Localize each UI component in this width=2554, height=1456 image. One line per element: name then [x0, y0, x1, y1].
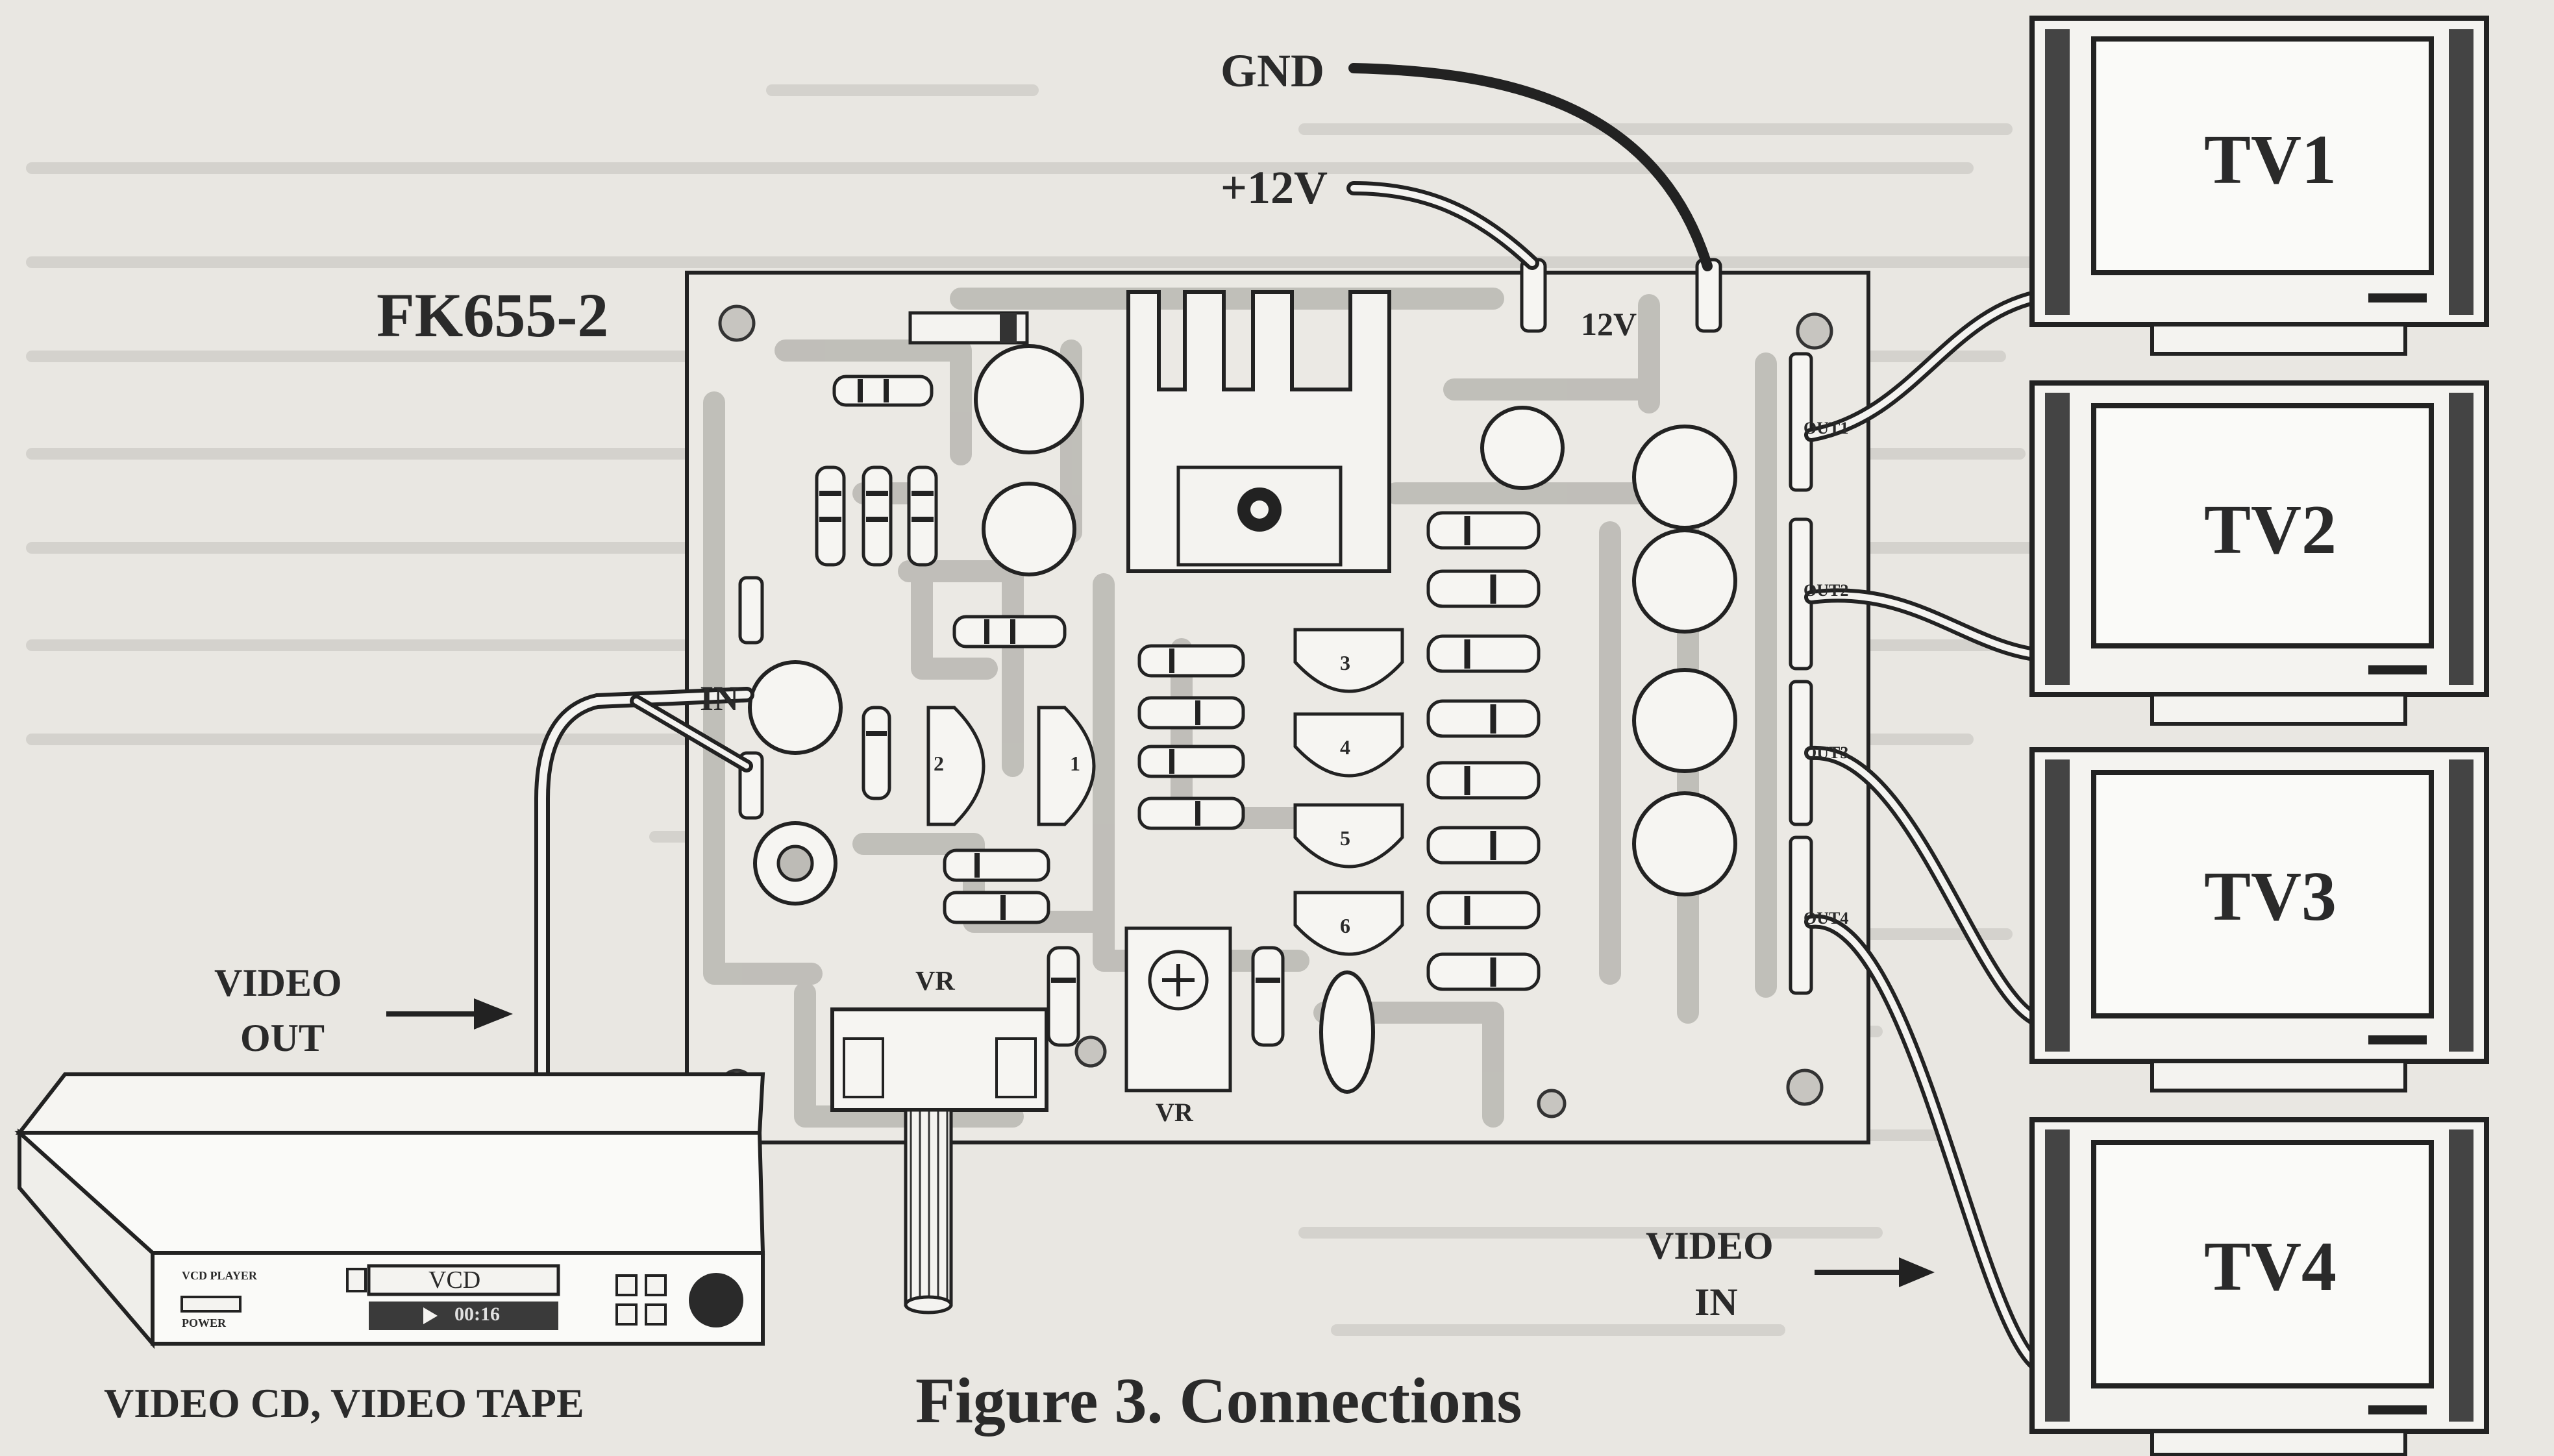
video-in-arrow	[1815, 1257, 1935, 1287]
vcd-time-text: 00:16	[454, 1303, 500, 1325]
out2-label: OUT2	[1804, 581, 1849, 600]
video-in-label-line2: IN	[1694, 1281, 1738, 1324]
tv-set-2	[2029, 380, 2489, 726]
transistor-6-label: 6	[1340, 914, 1350, 937]
out1-label: OUT1	[1804, 419, 1849, 438]
vcd-player	[14, 1072, 765, 1350]
tv-set-4	[2029, 1117, 2489, 1456]
plus12v-label: +12V	[1221, 162, 1328, 214]
transistor-2-label: 2	[934, 752, 944, 775]
tv4-label: TV4	[2204, 1228, 2337, 1305]
source-caption: VIDEO CD, VIDEO TAPE	[104, 1380, 584, 1426]
transistor-4-label: 4	[1340, 735, 1350, 759]
video-out-label-line2: OUT	[240, 1017, 325, 1059]
board-vr-label-2: VR	[1156, 1098, 1193, 1127]
vcd-panel-power: POWER	[182, 1316, 227, 1329]
board-12v-label: 12V	[1581, 306, 1637, 342]
wires	[534, 63, 2052, 1377]
tv1-label: TV1	[2204, 121, 2337, 199]
video-out-label-line1: VIDEO	[214, 961, 342, 1004]
transistor-3-label: 3	[1340, 651, 1350, 674]
transistor-1-label: 1	[1070, 752, 1080, 775]
gnd-label: GND	[1221, 45, 1324, 97]
video-in-label-line1: VIDEO	[1646, 1224, 1774, 1267]
transistor-5-label: 5	[1340, 826, 1350, 850]
figure-caption: Figure 3. Connections	[915, 1364, 1522, 1437]
tv-set-3	[2029, 747, 2489, 1092]
board-vr-label: VR	[915, 967, 955, 996]
tv3-label: TV3	[2204, 858, 2337, 935]
video-out-arrow	[386, 998, 513, 1030]
tv-set-1	[2029, 16, 2489, 356]
tv2-label: TV2	[2204, 491, 2337, 569]
vcd-panel-brand: VCD PLAYER	[182, 1269, 257, 1282]
out4-label: OUT4	[1804, 909, 1849, 928]
vcd-display-text: VCD	[428, 1266, 481, 1294]
board-name: FK655-2	[377, 280, 609, 350]
pcb-board	[685, 258, 1870, 1314]
voltage-regulator	[1126, 290, 1391, 573]
out3-label: OUT3	[1804, 743, 1849, 762]
board-in-label: IN	[700, 679, 739, 718]
